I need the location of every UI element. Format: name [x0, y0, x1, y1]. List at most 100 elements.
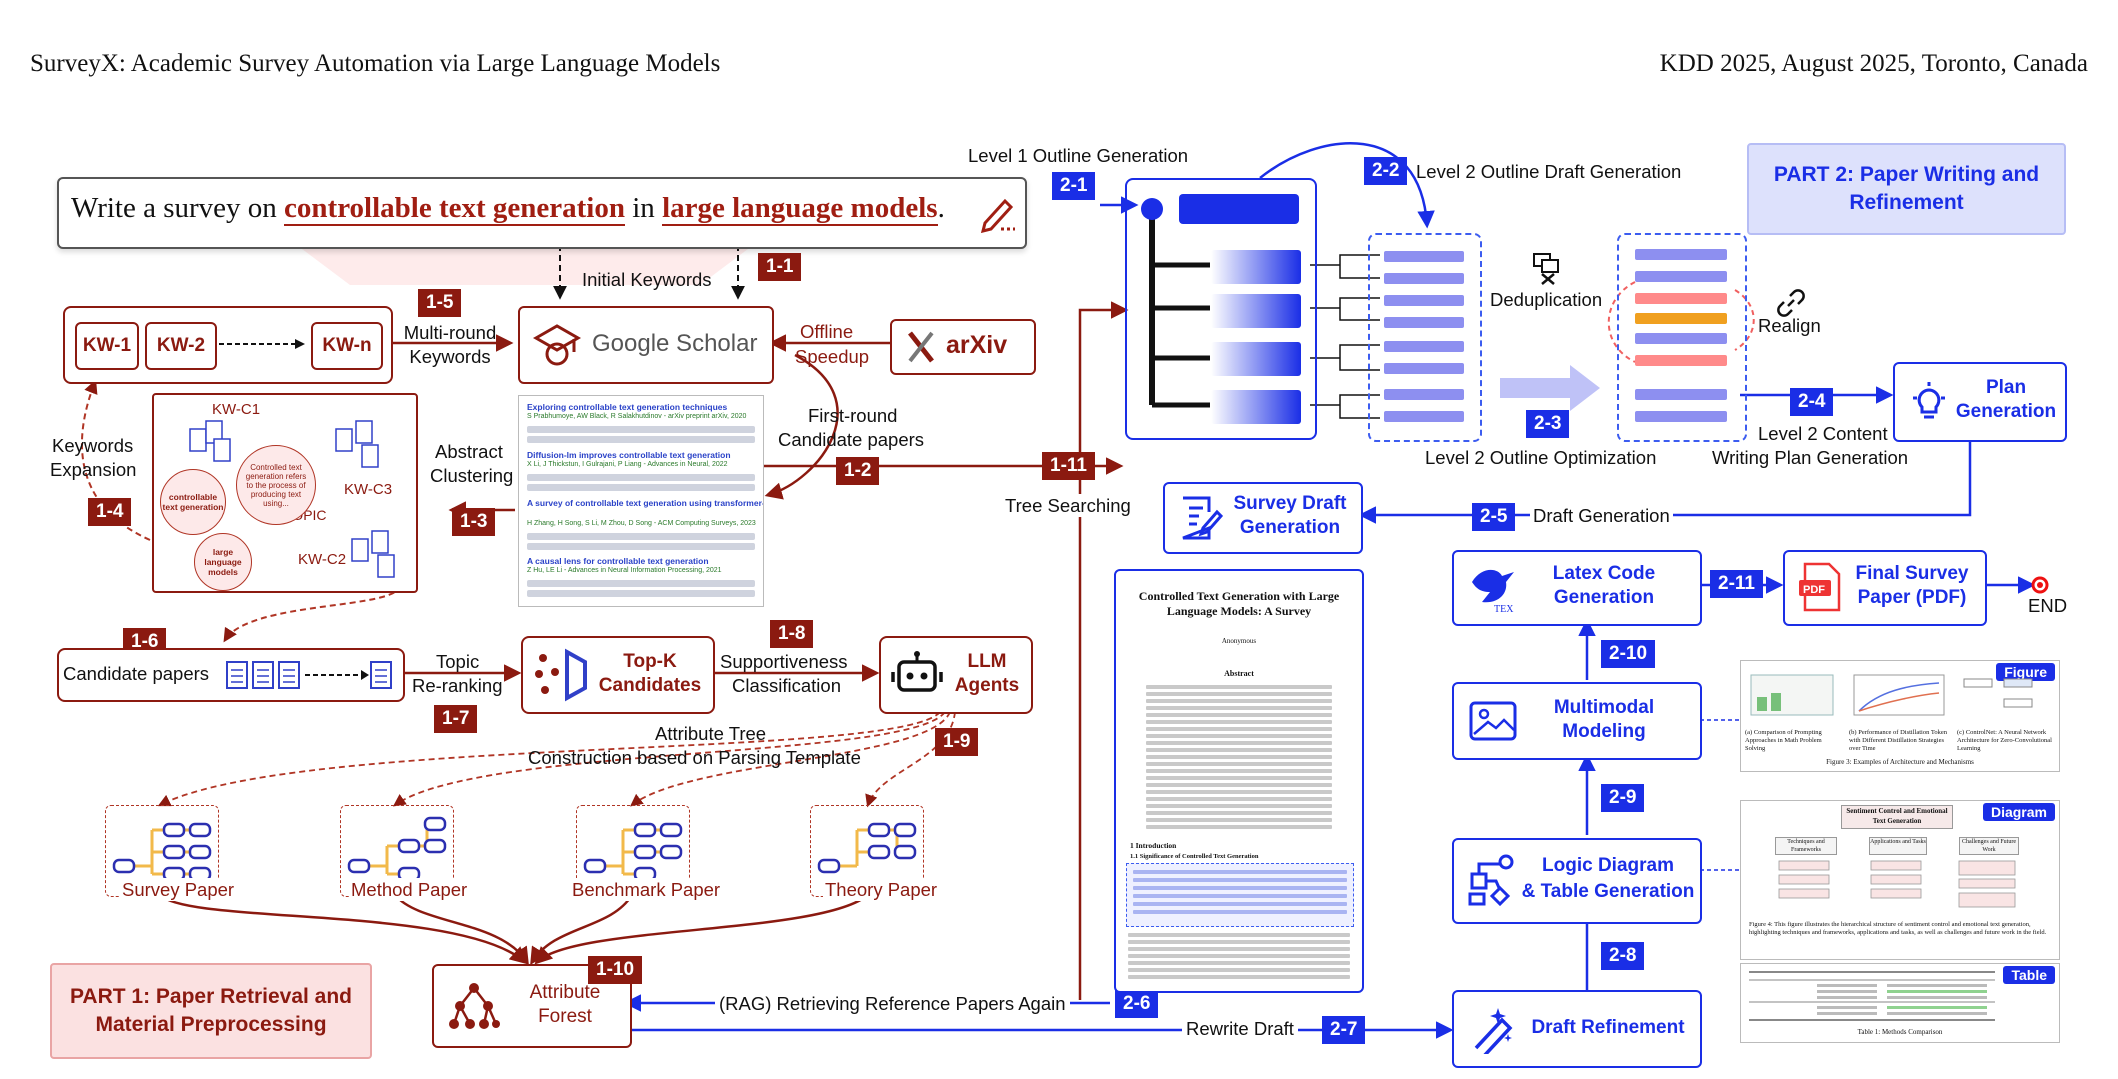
- llm-agents-box: LLM Agents: [879, 636, 1033, 714]
- outline-section-bar: [1211, 342, 1301, 376]
- pencil-icon: [980, 198, 1015, 233]
- rewrite-draft-label: Rewrite Draft: [1182, 1017, 1298, 1040]
- draft-paper-section: 1 Introduction: [1130, 841, 1177, 850]
- table-caption: Table 1: Methods Comparison: [1857, 1028, 1943, 1036]
- diagram-tag: Diagram: [1982, 803, 2055, 821]
- level2-optimization-label: Level 2 Outline Optimization: [1425, 447, 1657, 468]
- attribute-forest-label: Attribute: [529, 982, 601, 1003]
- topk-icon: [535, 648, 587, 702]
- keyword-kw-n: KW-n: [311, 322, 383, 370]
- search-results-panel: Exploring controllable text generation t…: [518, 395, 764, 607]
- multimodal-label: Multimodal: [1553, 697, 1655, 718]
- tex-label: TEX: [1494, 604, 1514, 614]
- diagram-thumbnail: Diagram Sentiment Control and Emotional …: [1740, 800, 2060, 960]
- magic-pen-icon: [1474, 1008, 1513, 1054]
- diagram-node: Applications and Tasks: [1869, 837, 1927, 855]
- cluster-label: KW-C3: [344, 481, 393, 498]
- llm-label: LLM: [967, 651, 1007, 672]
- keyword-kw-1: KW-1: [75, 322, 139, 370]
- arxiv-label: arXiv: [946, 331, 1008, 359]
- lightbulb-icon: [1913, 382, 1945, 419]
- prompt-topic1: controllable text generation: [284, 192, 625, 226]
- multimodal-modeling-label: Modeling: [1562, 721, 1646, 742]
- realign-label: Realign: [1758, 315, 1821, 336]
- topk-label-2: Candidates: [598, 675, 702, 696]
- attribute-tree-icon: [583, 822, 683, 882]
- draft-paper-preview: Controlled Text Generation with Large La…: [1114, 569, 1364, 993]
- offline-label: Offline: [800, 321, 854, 342]
- outline-section-bar: [1211, 390, 1301, 424]
- part2-title: PART 2: Paper Writing and Refinement: [1747, 143, 2066, 235]
- draft-paper-subsection: 1.1 Significance of Controlled Text Gene…: [1130, 853, 1259, 860]
- logic-diagram-box: Logic Diagram & Table Generation: [1452, 838, 1702, 924]
- table-tag: Table: [2003, 966, 2055, 984]
- survey-draft-icon: [1182, 496, 1223, 540]
- topic-bubble: large language models: [194, 533, 252, 591]
- keywords-expansion-label-2: Expansion: [50, 459, 137, 480]
- diagram-node: Challenges and Future Work: [1959, 837, 2019, 855]
- figure-preview-charts: [1750, 674, 2033, 716]
- clustering-label: Clustering: [430, 465, 514, 486]
- figure-subcaption: (c) ControlNet: A Neural Network Archite…: [1957, 729, 2052, 752]
- attribute-forest-icon: [449, 983, 500, 1029]
- draft-paper-author: Anonymous: [1221, 637, 1257, 645]
- prompt-prefix: Write a survey on: [71, 192, 285, 224]
- attribute-tree-icon: [347, 816, 447, 882]
- diagram-preview-nodes: [1778, 860, 2016, 908]
- pdf-icon: PDF: [1799, 562, 1841, 612]
- level1-outline-label: Level 1 Outline Generation: [968, 145, 1189, 166]
- tree-searching-label: Tree Searching: [1005, 494, 1131, 517]
- header-left-title: SurveyX: Academic Survey Automation via …: [30, 50, 721, 77]
- draft-refinement-label: Draft Refinement: [1531, 1017, 1685, 1038]
- deduplication-label: Deduplication: [1490, 289, 1603, 310]
- abstract-label: Abstract: [435, 441, 503, 462]
- step-2-11: 2-11: [1710, 570, 1763, 598]
- figure-subcaption: (a) Comparison of Prompting Approaches i…: [1745, 729, 1822, 752]
- final-survey-box: PDF Final Survey Paper (PDF): [1783, 550, 1987, 626]
- candidate-papers-box: Candidate papers: [57, 648, 405, 702]
- classification-label: Classification: [732, 675, 841, 696]
- search-result-title: Exploring controllable text generation t…: [527, 402, 728, 412]
- search-result-meta: H Zhang, H Song, S Li, M Zhou, D Song - …: [527, 520, 756, 527]
- diagram-root: Sentiment Control and Emotional Text Gen…: [1841, 805, 1953, 829]
- prompt-topic2: large language models: [662, 192, 938, 226]
- keywords-box: KW-1 KW-2 KW-n: [63, 306, 393, 384]
- step-1-4: 1-4: [88, 498, 132, 526]
- reranking-label: Re-ranking: [412, 675, 503, 696]
- cluster-label: KW-C2: [298, 551, 347, 568]
- supportiveness-label: Supportiveness: [720, 651, 848, 672]
- pdf-label: PDF: [1803, 584, 1825, 596]
- first-round-label: First-round: [808, 405, 898, 426]
- topic-bubble: controllable text generation: [160, 469, 226, 535]
- speedup-label: Speedup: [795, 346, 870, 367]
- google-scholar-cap-icon: [532, 324, 582, 366]
- latex-generation-label: Generation: [1553, 587, 1655, 608]
- figure-subcaption: (b) Performance of Distillation Token wi…: [1849, 729, 1947, 752]
- search-result-title: A causal lens for controllable text gene…: [527, 556, 709, 566]
- step-1-2: 1-2: [836, 457, 880, 485]
- figure-tag: Figure: [1996, 663, 2055, 681]
- search-result-meta: S Prabhumoye, AW Black, R Salakhutdinov …: [527, 413, 747, 420]
- outline-root-dot: [1141, 198, 1163, 220]
- method-paper-tree: [340, 805, 454, 897]
- multi-round-keywords-label: Keywords: [409, 346, 491, 367]
- prompt-middle: in: [625, 192, 663, 224]
- survey-draft-generation-box: Survey Draft Generation: [1163, 482, 1363, 554]
- attribute-forest-label-2: Forest: [538, 1006, 592, 1027]
- step-2-6: 2-6: [1115, 990, 1159, 1018]
- draft-paper-title: Controlled Text Generation with Large La…: [1138, 589, 1340, 618]
- step-1-5: 1-5: [418, 289, 462, 317]
- topk-label: Top-K: [623, 651, 677, 672]
- multimodal-modeling-box: Multimodal Modeling: [1452, 682, 1702, 760]
- part1-title: PART 1: Paper Retrieval and Material Pre…: [50, 963, 372, 1059]
- keyword-kw-2: KW-2: [145, 322, 217, 370]
- step-2-2: 2-2: [1364, 157, 1408, 185]
- step-1-3: 1-3: [452, 508, 496, 536]
- dedup-icon: [1533, 253, 1559, 285]
- step-1-10: 1-10: [588, 956, 643, 984]
- survey-draft-label: Survey Draft: [1233, 493, 1347, 514]
- end-label: END: [2028, 595, 2068, 616]
- arxiv-x-icon: [908, 331, 934, 363]
- search-result-title: Diffusion-lm improves controllable text …: [527, 450, 731, 460]
- google-scholar-box: Google Scholar: [518, 306, 774, 384]
